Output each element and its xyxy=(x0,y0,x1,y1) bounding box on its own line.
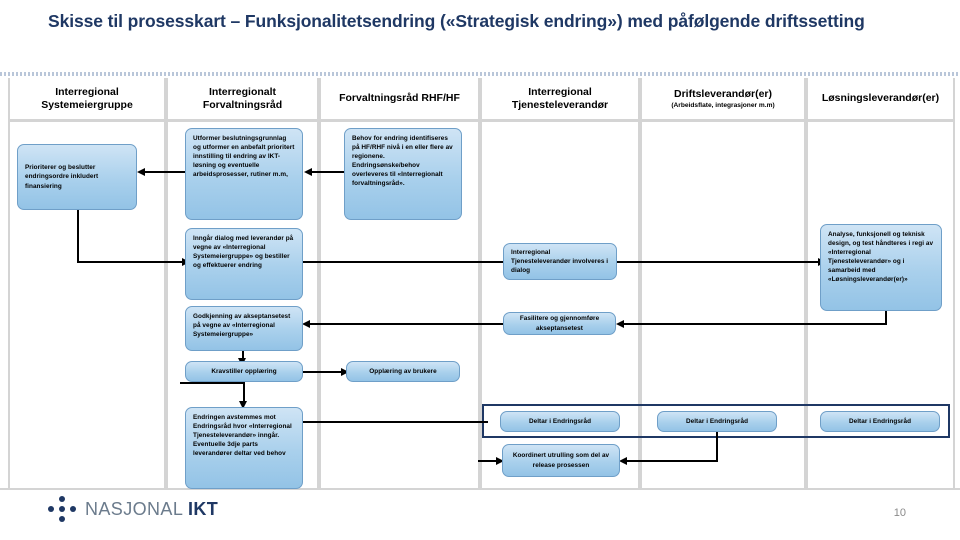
connector-analyse-to-fasilitere xyxy=(622,323,887,325)
connector-tjeneste-to-analyse xyxy=(617,261,820,263)
connector-deltar2-to-koordinert xyxy=(625,460,717,462)
box-deltar-i-endringsrad-driftsleverandor[interactable]: Deltar i Endringsråd xyxy=(657,411,777,432)
logo-text-bold: IKT xyxy=(187,498,219,519)
lane-title: Interregionalt Forvaltningsråd xyxy=(202,85,283,111)
lane-header: Interregional Tjenesteleverandør xyxy=(482,78,638,122)
box-deltar-i-endringsrad-tjenesteleverandor[interactable]: Deltar i Endringsråd xyxy=(500,411,620,432)
arrowhead-left xyxy=(616,319,624,328)
connector-kravstiller-to-opplaering xyxy=(303,371,343,373)
box-inngar-dialog-med-leverandor[interactable]: Inngår dialog med leverandør på vegne av… xyxy=(185,228,303,300)
arrowhead-left xyxy=(137,167,145,176)
arrowhead-right xyxy=(496,456,504,465)
arrowhead-left xyxy=(304,167,312,176)
lane-header: Løsningsleverandør(er) xyxy=(808,78,953,122)
connector-into-koordinert-left xyxy=(478,460,502,462)
logo-text: NASJONAL IKT xyxy=(85,499,218,520)
box-opplaering-av-brukere[interactable]: Opplæring av brukere xyxy=(346,361,460,382)
box-deltar-i-endringsrad-losningsleverandor[interactable]: Deltar i Endringsråd xyxy=(820,411,940,432)
box-endringen-avstemmes[interactable]: Endringen avstemmes mot Endringsråd hvor… xyxy=(185,407,303,489)
page-number: 10 xyxy=(893,507,906,519)
arrowhead-left xyxy=(302,319,310,328)
box-utformer-beslutningsgrunnlag[interactable]: Utformer beslutningsgrunnlag og utformer… xyxy=(185,128,303,220)
lane-header: Interregional Systemeiergruppe xyxy=(10,78,164,122)
connector-godkjenning-down xyxy=(242,351,244,361)
title-divider xyxy=(0,72,960,76)
lane-subtitle: (Arbeidsflate, integrasjoner m.m) xyxy=(671,101,775,109)
logo-text-light: NASJONAL xyxy=(85,498,188,519)
lane-title: Interregional Systemeiergruppe xyxy=(41,85,133,111)
connector-utformer-to-prioriterer xyxy=(143,171,185,173)
lane-interregional-systemeiergruppe: Interregional Systemeiergruppe xyxy=(8,78,166,488)
connector-avstemmes-to-deltar1 xyxy=(303,421,488,423)
lane-header: Driftsleverandør(er) (Arbeidsflate, inte… xyxy=(642,78,804,122)
box-analyse-funksjonell-teknisk-design[interactable]: Analyse, funksjonell og teknisk design, … xyxy=(820,224,942,311)
arrowhead-left xyxy=(619,456,627,465)
box-prioriterer-og-beslutter[interactable]: Prioriterer og beslutter endringsordre i… xyxy=(17,144,137,210)
box-tjenesteleverandor-involveres[interactable]: Interregional Tjenesteleverandør involve… xyxy=(503,243,617,280)
connector-fasilitere-to-godkjenning xyxy=(308,323,503,325)
box-koordinert-utrulling[interactable]: Koordinert utrulling som del av release … xyxy=(502,444,620,477)
connector-opplaering-down xyxy=(243,382,245,404)
lane-title: Driftsleverandør(er) xyxy=(673,87,773,100)
page-title: Skisse til prosesskart – Funksjonalitets… xyxy=(48,11,865,31)
arrowhead-down xyxy=(238,401,247,409)
connector-inngar-to-tjeneste xyxy=(303,261,503,263)
lane-header: Forvaltningsråd RHF/HF xyxy=(321,78,478,122)
box-kravstiller-opplaering[interactable]: Kravstiller opplæring xyxy=(185,361,303,382)
box-behov-for-endring[interactable]: Behov for endring identifiseres på HF/RH… xyxy=(344,128,462,220)
lane-header: Interregionalt Forvaltningsråd xyxy=(168,78,317,122)
lane-title: Løsningsleverandør(er) xyxy=(821,92,940,105)
connector-analyse-down xyxy=(885,311,887,325)
connector-prioriterer-down xyxy=(77,210,79,263)
connector-prioriterer-to-inngar xyxy=(77,261,183,263)
lane-title: Forvaltningsråd RHF/HF xyxy=(339,92,460,105)
footer-divider xyxy=(0,488,960,490)
nasjonal-ikt-logo: NASJONAL IKT xyxy=(48,496,218,522)
logo-dots-icon xyxy=(48,496,76,522)
lane-title: Interregional Tjenesteleverandør xyxy=(511,85,609,111)
arrowhead-right xyxy=(341,367,349,376)
connector-behov-to-utformer xyxy=(310,171,344,173)
connector-deltar2-down xyxy=(716,432,718,462)
connector-opplaering-left xyxy=(180,382,244,384)
box-godkjenning-akseptansetest[interactable]: Godkjenning av akseptansetest på vegne a… xyxy=(185,306,303,351)
box-fasilitere-akseptansetest[interactable]: Fasilitere og gjennomføre akseptansetest xyxy=(503,312,616,335)
